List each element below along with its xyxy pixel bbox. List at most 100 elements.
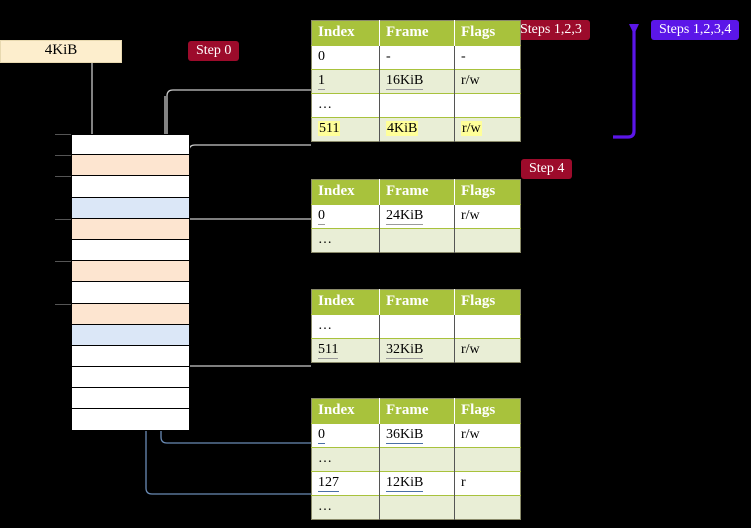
cell-text: r/w: [461, 73, 480, 88]
cell-text: 1: [318, 73, 325, 90]
table-cell: r/w: [454, 117, 521, 142]
column-header-frame: Frame: [379, 20, 455, 46]
cell-text: 12KiB: [386, 475, 424, 492]
table-cell: r/w: [454, 204, 521, 229]
cell-text: r/w: [461, 342, 480, 357]
cell-text: …: [318, 232, 332, 247]
column-header-index: Index: [311, 398, 380, 424]
cell-text: …: [318, 499, 332, 514]
cell-text: 24KiB: [386, 208, 424, 225]
column-header-flags: Flags: [454, 179, 521, 205]
memory-tick-mark: [55, 218, 71, 220]
table-cell: [454, 495, 521, 520]
memory-tick-mark: [55, 155, 71, 157]
badge-step-0: Step 0: [188, 41, 240, 61]
table-cell: r/w: [454, 69, 521, 94]
cell-text: 32KiB: [386, 342, 424, 359]
table-cell: …: [311, 93, 380, 118]
table-cell: 12KiB: [379, 471, 455, 496]
memory-tick-mark: [55, 134, 71, 135]
table-cell: 0: [311, 423, 380, 448]
memory-frame-row: [71, 155, 190, 177]
table-row[interactable]: …: [311, 228, 521, 253]
cell-text: …: [318, 318, 332, 333]
memory-tick-mark: [55, 176, 71, 178]
table-row[interactable]: 127 12KiB r: [311, 471, 521, 496]
connector-table2-row0: [176, 218, 311, 261]
cell-text: …: [318, 451, 332, 466]
table-row[interactable]: 0--: [311, 45, 521, 70]
memory-frame-row: [71, 303, 190, 325]
table-cell: 0: [311, 204, 380, 229]
memory-frame-row: [71, 261, 190, 283]
table-row[interactable]: 0 24KiB r/w: [311, 204, 521, 229]
table-cell: r/w: [454, 338, 521, 363]
table-cell: 32KiB: [379, 338, 455, 363]
memory-frame-row: [71, 134, 190, 156]
table-row[interactable]: …: [311, 93, 521, 118]
cell-text: 511: [318, 342, 339, 359]
column-header-flags: Flags: [454, 398, 521, 424]
cell-text: …: [318, 97, 332, 112]
connector-blue-row4: [146, 480, 152, 520]
cell-text: 36KiB: [386, 427, 424, 444]
cell-text: -: [386, 49, 391, 64]
memory-frame-row: [71, 197, 190, 219]
table-row[interactable]: 1 16KiB r/w: [311, 69, 521, 94]
column-header-index: Index: [311, 20, 380, 46]
table-cell: 1: [311, 69, 380, 94]
memory-tick-mark: [55, 303, 71, 305]
table-row[interactable]: 0 36KiB r/w: [311, 423, 521, 448]
memory-tick-mark: [55, 261, 71, 263]
physical-memory-grid: [55, 134, 190, 431]
column-header-frame: Frame: [379, 289, 455, 315]
cell-text: 0: [318, 49, 325, 64]
table-cell: 24KiB: [379, 204, 455, 229]
cell-text: r/w: [461, 208, 480, 223]
column-header-index: Index: [311, 179, 380, 205]
badge-steps-1234: Steps 1,2,3,4: [651, 20, 740, 40]
connector-table3-row511: [180, 312, 311, 367]
table-row[interactable]: …: [311, 447, 521, 472]
table-cell: 511: [311, 338, 380, 363]
memory-frame-row: [71, 367, 190, 389]
table-cell: [379, 314, 455, 339]
memory-frame-row: [71, 388, 190, 410]
table-cell: [454, 314, 521, 339]
memory-frame-row: [71, 409, 190, 431]
memory-size-label: 4KiB: [0, 40, 122, 63]
table-cell: 127: [311, 471, 380, 496]
cell-text: 0: [318, 427, 325, 444]
cell-text: r: [461, 475, 466, 490]
table-cell: …: [311, 447, 380, 472]
table-cell: [379, 228, 455, 253]
table-cell: 511: [311, 117, 380, 142]
table-cell: 36KiB: [379, 423, 455, 448]
cell-text: r/w: [461, 427, 480, 442]
badge-step-4: Step 4: [521, 159, 573, 179]
table-cell: r/w: [454, 423, 521, 448]
table-cell: r: [454, 471, 521, 496]
table-cell: 16KiB: [379, 69, 455, 94]
table-cell: [454, 93, 521, 118]
table-row[interactable]: 511 32KiB r/w: [311, 338, 521, 363]
memory-size-text: 4KiB: [44, 42, 78, 58]
table-row[interactable]: …: [311, 495, 521, 520]
table-cell: -: [379, 45, 455, 70]
table-row[interactable]: …: [311, 314, 521, 339]
cell-text: 4KiB: [386, 121, 419, 136]
memory-frame-row: [71, 218, 190, 240]
connector-table1-row511: [188, 144, 311, 155]
table-row[interactable]: 511 4KiB r/w: [311, 117, 521, 142]
table-cell: [379, 495, 455, 520]
table-cell: [379, 93, 455, 118]
table-cell: …: [311, 314, 380, 339]
column-header-frame: Frame: [379, 398, 455, 424]
column-header-index: Index: [311, 289, 380, 315]
cell-text: 16KiB: [386, 73, 424, 90]
column-header-frame: Frame: [379, 179, 455, 205]
